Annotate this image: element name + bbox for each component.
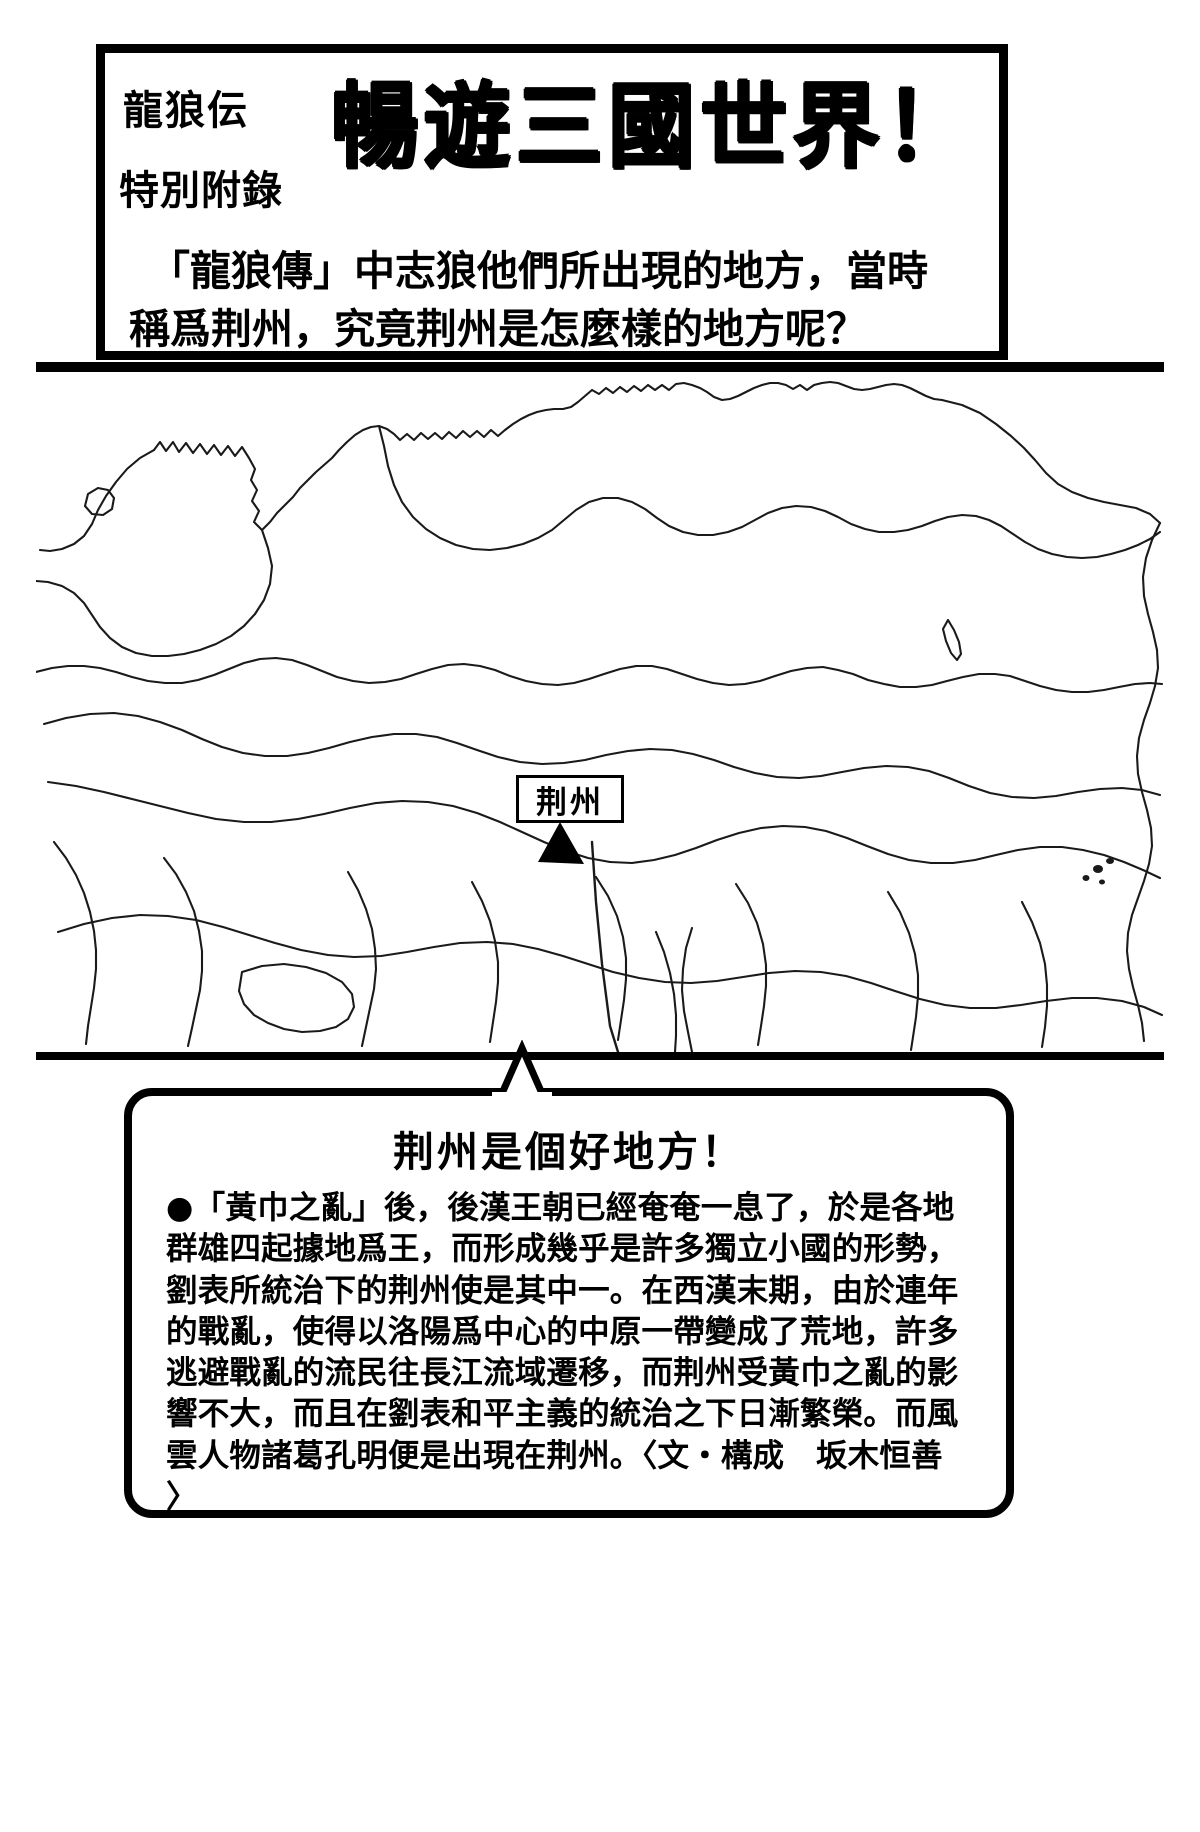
caption-line: 劉表所統治下的荆州使是其中一。在西漢末期，由於連年 — [166, 1272, 959, 1309]
north-internal-boundary-1 — [36, 528, 274, 658]
yangtze-river-line — [56, 913, 1164, 1017]
central-region-outline-right — [608, 824, 1162, 880]
southern-lake-outline-1 — [237, 962, 356, 1034]
series-subtitle: 特別附錄 — [119, 168, 283, 214]
header-inner: 龍狼伝 特別附錄 暢遊三國世界！ 「龍狼傳」中志狼他們所出現的地方，當時 稱爲荆… — [105, 53, 999, 351]
southern-river-1 — [654, 930, 678, 1052]
upper-right-lake — [941, 618, 963, 662]
caption-body: ●「黃巾之亂」後，後漢王朝已經奄奄一息了，於是各地 群雄四起據地爲王，而形成幾乎… — [166, 1188, 978, 1518]
yellow-river-line — [42, 711, 1162, 800]
south-central-boundary-1 — [346, 870, 378, 1048]
caption-line: 的戰亂，使得以洛陽爲中心的中原一帶變成了荒地，許多 — [166, 1313, 959, 1350]
label-leader-line — [590, 840, 620, 1052]
central-region-outline-left — [46, 780, 612, 864]
map-illustration — [36, 372, 1164, 1052]
caption-line: ●「黃巾之亂」後，後漢王朝已經奄奄一息了，於是各地 — [166, 1190, 955, 1226]
series-title: 龍狼伝 — [123, 88, 249, 134]
island-dot-2 — [1106, 858, 1114, 864]
north-coast-line — [940, 398, 1162, 525]
south-east-boundary-3 — [1020, 900, 1049, 1049]
southwest-boundary-2 — [162, 856, 204, 1048]
northwest-lake-outline — [83, 486, 116, 517]
south-east-boundary-1 — [734, 882, 768, 1047]
map-label-jingzhou: 荆州 — [516, 775, 624, 823]
north-internal-boundary-2 — [377, 424, 1162, 560]
caption-line: 雲人物諸葛孔明便是出現在荆州。〈文・構成 坂木恒善 — [166, 1437, 943, 1474]
rule-above-map — [36, 362, 1164, 372]
caption-line: 響不大，而且在劉表和平主義的統治之下日漸繁榮。而風 — [166, 1396, 959, 1433]
header-panel: 龍狼伝 特別附錄 暢遊三國世界！ 「龍狼傳」中志狼他們所出現的地方，當時 稱爲荆… — [96, 44, 1008, 360]
map-outline-svg — [36, 380, 1164, 1052]
map-pointer-arrow-icon — [538, 822, 584, 864]
map-label-text: 荆州 — [536, 784, 604, 821]
caption-panel: 荆州是個好地方！ ●「黃巾之亂」後，後漢王朝已經奄奄一息了，於是各地 群雄四起據… — [124, 1088, 1014, 1518]
island-dot-4 — [1099, 879, 1105, 885]
caption-title: 荆州是個好地方！ — [393, 1128, 745, 1176]
lead-text-line-1: 「龍狼傳」中志狼他們所出現的地方，當時 — [149, 247, 928, 295]
south-central-boundary-2 — [470, 880, 500, 1044]
great-wall-line — [152, 380, 944, 532]
northwest-border-line — [38, 448, 156, 553]
lead-text-line-2: 稱爲荆州，究竟荆州是怎麼樣的地方呢？ — [129, 305, 867, 353]
island-dot-3 — [1082, 875, 1090, 881]
southern-river-2 — [680, 926, 694, 1052]
rule-below-map — [36, 1050, 1164, 1060]
jingzhou-inner-boundary — [594, 875, 628, 1042]
southeast-coast-line — [1125, 521, 1162, 1043]
south-east-boundary-2 — [886, 890, 920, 1052]
caption-line: 群雄四起據地爲王，而形成幾乎是許多獨立小國的形勢， — [166, 1231, 959, 1268]
caption-line: 〉 — [166, 1478, 198, 1515]
feature-brush-title: 暢遊三國世界！ — [331, 73, 977, 181]
island-dot-1 — [1093, 865, 1103, 873]
southwest-boundary-1 — [52, 840, 98, 1046]
mid-ridge-line-1 — [36, 656, 1164, 694]
caption-callout-tail-icon — [492, 1040, 552, 1100]
caption-line: 逃避戰亂的流民往長江流域遷移，而荆州受黃巾之亂的影 — [166, 1355, 959, 1391]
